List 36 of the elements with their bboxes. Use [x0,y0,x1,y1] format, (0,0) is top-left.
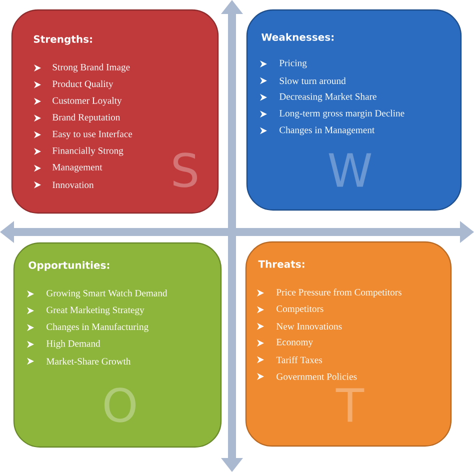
heading: Threats: [258,260,304,268]
list-item: Great Marketing Strategy [27,306,144,316]
heading: Opportunities: [28,261,110,271]
heading: Strengths: [34,35,92,45]
list-item: Tariff Taxes [257,356,322,364]
list-item: Economy [257,338,313,348]
list-item: Product Quality [34,80,114,90]
list-item: Changes in Manufacturing [27,323,148,332]
list-item: Brand Reputation [34,114,120,122]
watermark-letter: W [328,153,372,187]
list-item: Management [34,164,102,172]
watermark-letter: S [173,152,198,188]
list-item: Pricing [260,60,307,68]
list-item: Strong Brand Image [34,64,130,72]
list-item: Financially Strong [34,147,124,156]
list-item: Slow turn around [260,77,346,84]
list-item: Market-Share Growth [27,358,131,365]
list-item: New Innovations [257,322,342,330]
quadrant-box [246,9,462,211]
list-item: Price Pressure from Competitors [257,288,402,298]
list-item: Decreasing Market Share [260,93,376,102]
list-item: Long-term gross margin Decline [260,110,404,118]
watermark-letter: T [336,388,364,422]
quadrant-box [13,242,222,448]
list-item: Growing Smart Watch Demand [27,290,168,298]
list-item: Customer Loyalty [34,97,122,106]
watermark-letter: O [104,388,136,422]
list-item: Easy to use Interface [34,130,132,140]
list-item: High Demand [27,340,100,349]
heading: Weaknesses: [262,33,334,41]
list-item: Government Policies [257,373,357,380]
list-item: Changes in Management [260,126,375,136]
quadrant-box [245,241,452,447]
list-item: Competitors [257,306,324,314]
list-item: Innovation [34,181,94,188]
quadrant-box [11,9,219,214]
